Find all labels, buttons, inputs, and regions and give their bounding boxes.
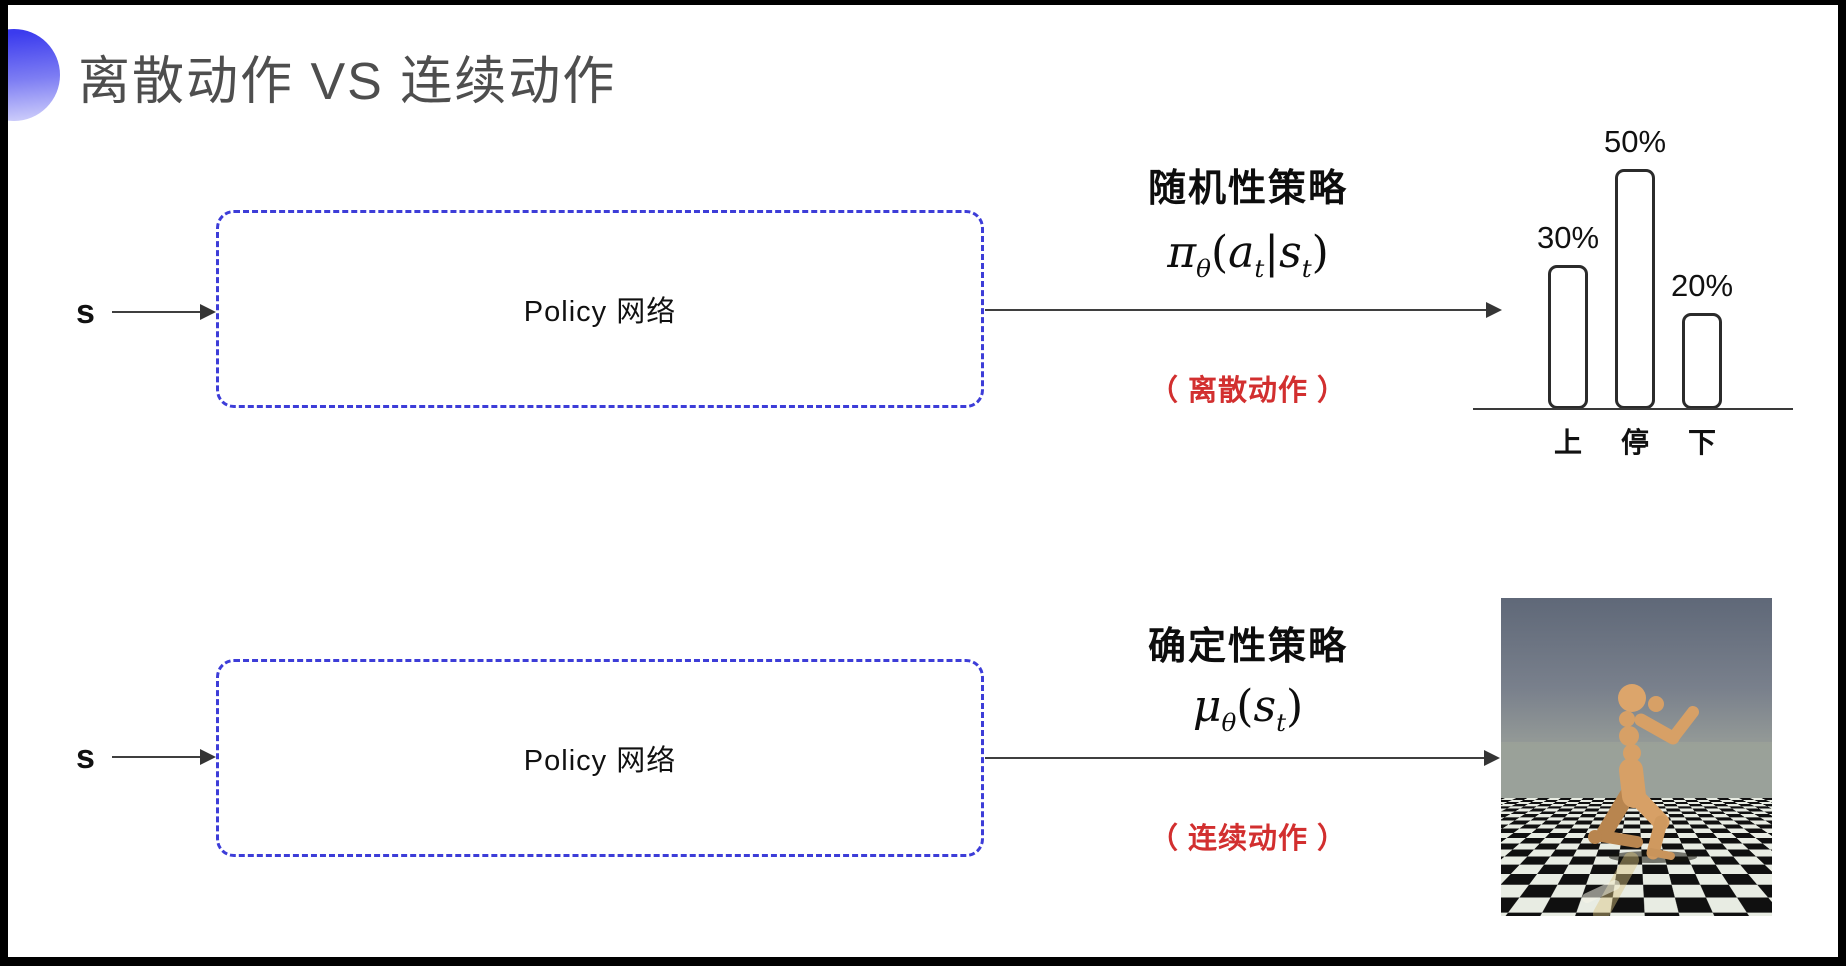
policy-formula-1: πθ(at|st) — [1083, 227, 1413, 283]
formula1-bar: | — [1264, 227, 1280, 278]
bar-value-label: 20% — [1670, 268, 1734, 303]
policy-type-label-1: 随机性策略 — [1147, 168, 1348, 210]
slide: 离散动作 VS 连续动作 s Policy 网络 随机性策略 πθ(at|st)… — [8, 5, 1838, 957]
policy-formula-2: μθ(st) — [1083, 681, 1413, 737]
bar-up — [1548, 265, 1588, 409]
category-label-stop: 停 — [1620, 427, 1649, 458]
input-arrow-1-head — [200, 304, 216, 320]
input-arrow-2 — [112, 756, 202, 758]
output-arrow-2-head — [1484, 750, 1500, 766]
formula2-close-paren: ) — [1285, 681, 1304, 732]
formula1-a: a — [1228, 227, 1255, 278]
output-arrow-1-head — [1486, 302, 1502, 318]
bar-group-stop: 50% — [1590, 124, 1680, 409]
bar-value-label: 50% — [1603, 124, 1667, 159]
page-title: 离散动作 VS 连续动作 — [78, 53, 617, 111]
action-probability-bar-chart: 30% 50% 20% 上 停 下 — [1463, 95, 1813, 465]
formula2-theta-sub: θ — [1221, 707, 1237, 737]
bar-down — [1682, 313, 1722, 409]
policy-type-label-2: 确定性策略 — [1147, 626, 1348, 668]
formula2-open-paren: ( — [1236, 681, 1254, 732]
title-accent-icon — [8, 29, 60, 121]
formula2-s: s — [1253, 681, 1277, 732]
action-type-note-2: （ 连续动作 ） — [1148, 823, 1348, 855]
chart-baseline — [1473, 408, 1793, 410]
policy-box-label-1: Policy 网络 — [523, 296, 677, 328]
formula1-s-sub: t — [1301, 253, 1312, 283]
formula2-mu: μ — [1192, 681, 1222, 732]
formula1-s: s — [1279, 227, 1302, 278]
formula1-open-paren: ( — [1210, 227, 1229, 278]
policy-box-label-2: Policy 网络 — [523, 745, 677, 777]
formula1-pi: π — [1167, 227, 1197, 278]
input-arrow-2-head — [200, 749, 216, 765]
state-input-label-2: s — [76, 738, 95, 776]
bar-group-down: 20% — [1657, 268, 1747, 409]
category-label-up: 上 — [1553, 427, 1582, 458]
output-arrow-2 — [985, 757, 1486, 759]
input-arrow-1 — [112, 311, 202, 313]
policy-network-box-1: Policy 网络 — [216, 210, 984, 408]
formula1-close-paren: ) — [1311, 227, 1329, 278]
state-input-label-1: s — [76, 293, 95, 331]
policy-network-box-2: Policy 网络 — [216, 659, 984, 857]
formula1-theta-sub: θ — [1196, 253, 1211, 283]
humanoid-figure — [1582, 684, 1699, 916]
bar-value-label: 30% — [1536, 220, 1600, 255]
formula2-s-sub: t — [1276, 707, 1286, 737]
bar-group-up: 30% — [1523, 220, 1613, 409]
mujoco-humanoid-image — [1501, 598, 1772, 916]
output-arrow-1 — [985, 309, 1488, 311]
category-label-down: 下 — [1687, 427, 1716, 458]
action-type-note-1: （ 离散动作 ） — [1148, 375, 1348, 407]
bar-stop — [1615, 169, 1655, 409]
formula1-a-sub: t — [1254, 253, 1265, 283]
